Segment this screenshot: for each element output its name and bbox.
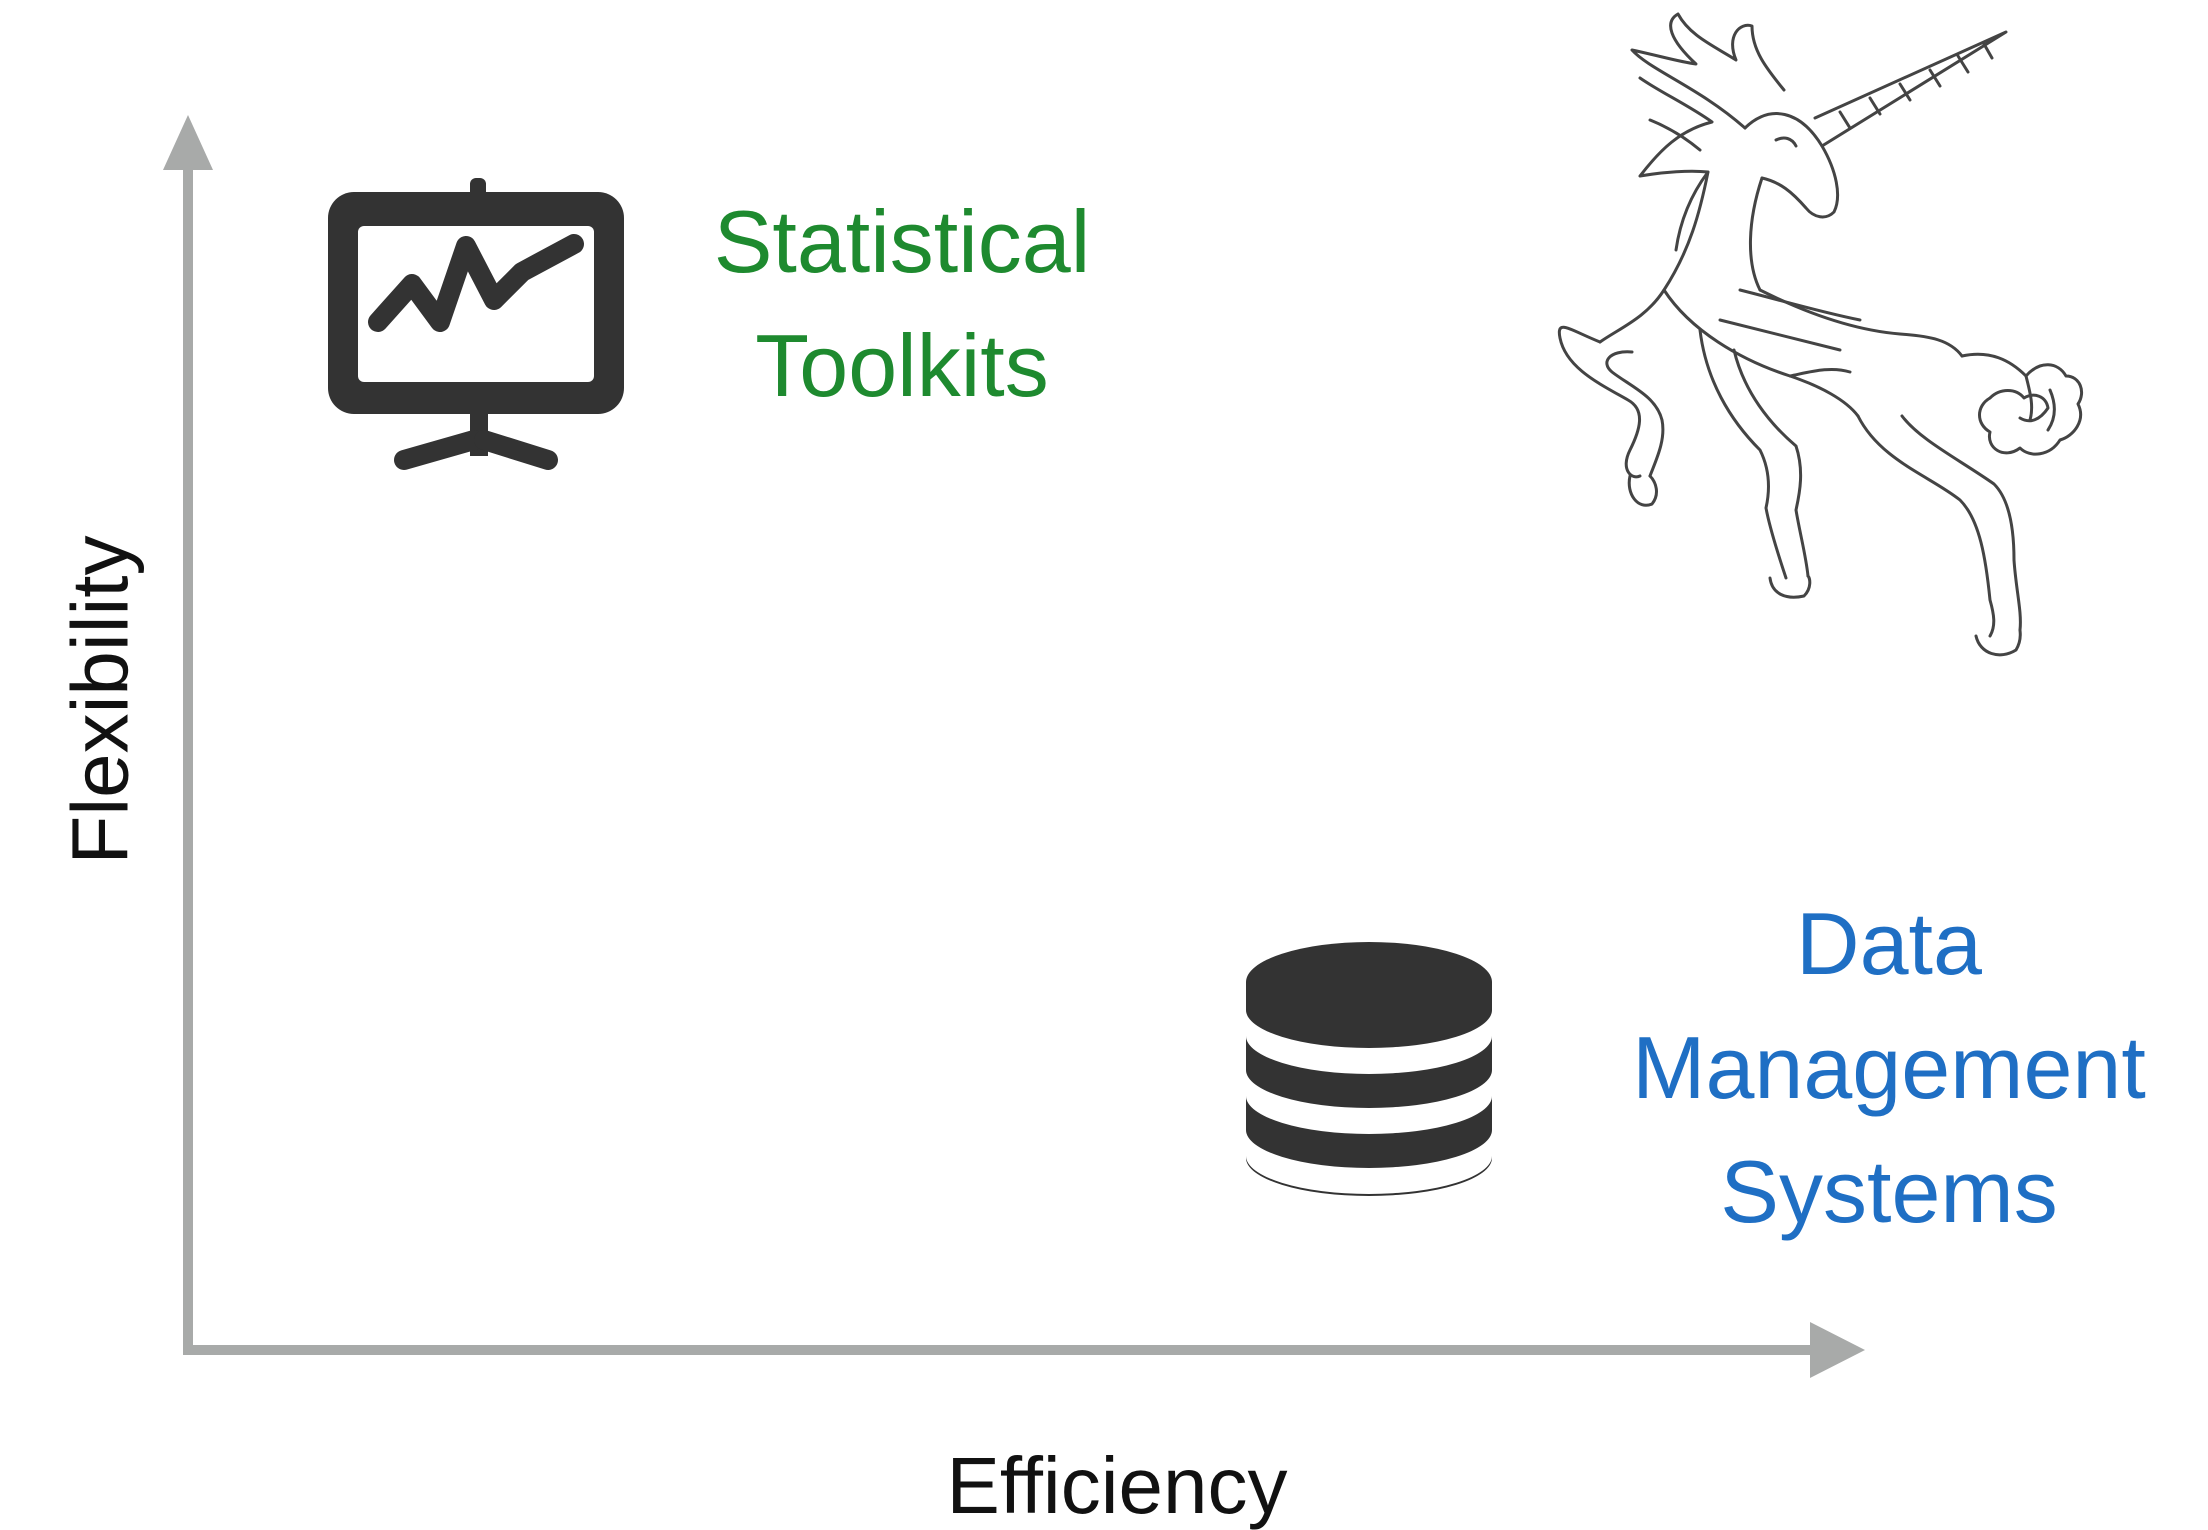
- x-axis-arrowhead: [1810, 1322, 1865, 1378]
- presentation-chart-icon: [328, 178, 624, 470]
- statistical-toolkits-label-line2: Toolkits: [755, 316, 1048, 415]
- data-management-label-line1: Data: [1796, 894, 1982, 993]
- unicorn-sketch-icon: [1557, 12, 2083, 657]
- axes: [163, 115, 1865, 1378]
- database-icon: [1246, 942, 1492, 1196]
- y-axis-label: Flexibility: [56, 536, 145, 865]
- statistical-toolkits-label-line1: Statistical: [714, 192, 1091, 291]
- data-management-label-line2: Management: [1632, 1018, 2146, 1117]
- y-axis-arrowhead: [163, 115, 213, 170]
- data-management-label-line3: Systems: [1720, 1142, 2057, 1241]
- x-axis-label: Efficiency: [947, 1441, 1288, 1530]
